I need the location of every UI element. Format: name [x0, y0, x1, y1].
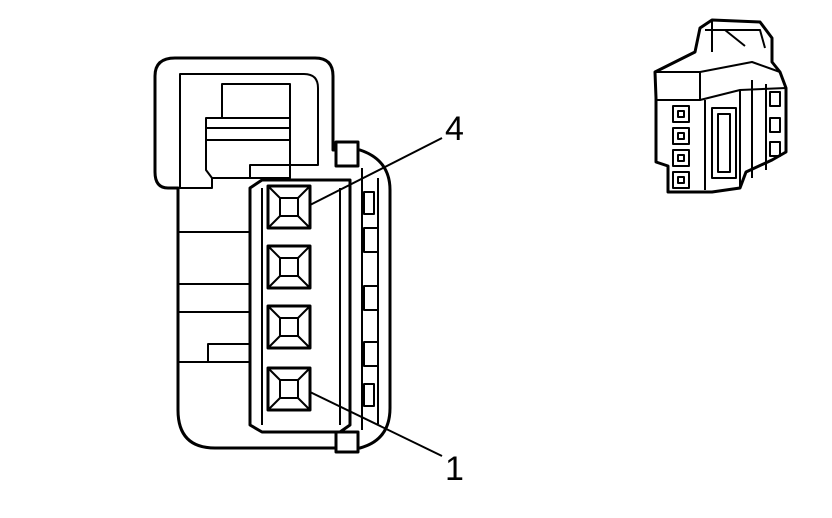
top-nub [334, 140, 360, 168]
terminal-carrier [248, 178, 352, 434]
leader-line-1 [309, 391, 443, 457]
latch-tab [205, 117, 291, 179]
latch-window [221, 83, 291, 119]
pin-cavity-4 [266, 184, 312, 230]
callout-label-1: 1 [445, 450, 464, 488]
pin-cavity-1 [266, 366, 312, 412]
iso-pin-cavity [672, 105, 690, 123]
pin-cavity-2 [266, 304, 312, 350]
lock-tab [363, 285, 379, 311]
lock-tab [363, 227, 379, 253]
latch-housing-inner [179, 73, 319, 189]
lock-tab [363, 341, 379, 367]
pin-cavity-3 [266, 244, 312, 290]
iso-pin-cavity [672, 127, 690, 145]
bottom-nub [334, 430, 360, 454]
callout-label-4: 4 [445, 110, 464, 148]
iso-pin-cavity [672, 149, 690, 167]
leader-line-4 [309, 137, 443, 206]
lock-tab [363, 191, 375, 215]
connector-face-view: 4 1 [153, 56, 464, 488]
latch-housing-outer [153, 56, 392, 450]
connector-isometric-view [653, 18, 788, 194]
lock-tab [363, 383, 375, 407]
iso-pin-cavity [672, 171, 690, 189]
body-rib [178, 343, 250, 363]
